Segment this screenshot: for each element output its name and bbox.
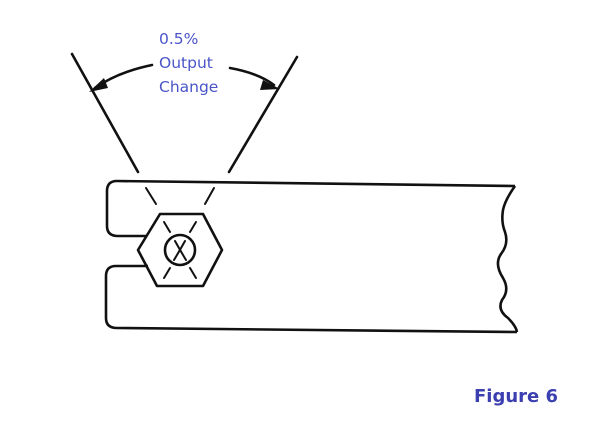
annotation-line-2: Output: [159, 54, 213, 72]
right-angle-line: [227, 55, 299, 174]
hex-nut: [136, 212, 224, 288]
slotted-bar: [104, 179, 519, 334]
right-arrowhead-icon: [260, 80, 280, 90]
left-arrowhead-icon: [89, 78, 108, 92]
figure-caption: Figure 6: [474, 386, 559, 407]
output-change-annotation: 0.5% Output Change: [159, 27, 218, 99]
x-marker-circle: [163, 233, 197, 267]
left-angle-line: [70, 52, 140, 174]
annotation-line-1: 0.5%: [159, 30, 199, 48]
break-edge: [496, 185, 519, 333]
right-arc-arrow: [228, 66, 276, 87]
center-line-dashes: [145, 187, 215, 279]
x-mark-icon: [173, 240, 187, 261]
annotation-line-3: Change: [159, 78, 219, 96]
